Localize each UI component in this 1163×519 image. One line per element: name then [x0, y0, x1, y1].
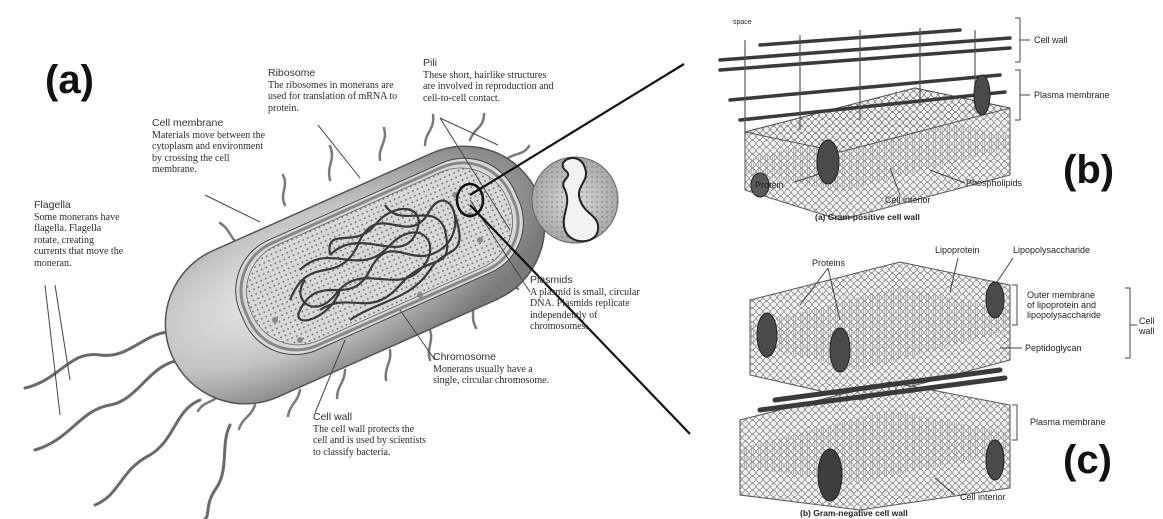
panel-label-b: (b) [1063, 150, 1114, 190]
label-plasma-membrane: Plasma membrane [1034, 90, 1110, 100]
annotation-title: Cell membrane [152, 118, 267, 130]
annotation-text: These short, hairlike structures are inv… [423, 70, 554, 104]
annotation-title: Flagella [34, 200, 126, 212]
outer-membrane-line-3: lipopolysaccharide [1027, 310, 1101, 320]
caption-gram-negative: (b) Gram-negative cell wall [800, 508, 908, 518]
annotation-chromosome: Chromosome Monerans usually have a singl… [433, 352, 553, 387]
gram-positive-corner-label: space [733, 18, 752, 28]
annotation-cell-wall: Cell wall The cell wall protects the cel… [313, 412, 428, 458]
label-peptidoglycan: Peptidoglycan [1025, 343, 1082, 353]
cell-wall-line-2: wall [1139, 326, 1155, 336]
label-lipopolysaccharide: Lipopolysaccharide [1013, 245, 1090, 255]
annotation-text: The cell wall protects the cell and is u… [313, 424, 426, 458]
annotation-text: Some monerans have flagella. Flagella ro… [34, 212, 123, 269]
label-proteins: Proteins [812, 258, 845, 268]
annotation-title: Ribosome [268, 68, 403, 80]
annotation-title: Pili [423, 58, 558, 70]
panel-label-c: (c) [1063, 440, 1112, 480]
annotation-cell-membrane: Cell membrane Materials move between the… [152, 118, 267, 176]
label-lipoprotein: Lipoprotein [935, 245, 980, 255]
label-cell-wall-c: Cell wall [1139, 316, 1155, 336]
label-cell-wall: Cell wall [1034, 35, 1068, 45]
label-plasma-membrane-c: Plasma membrane [1030, 417, 1106, 427]
annotation-pili: Pili These short, hairlike structures ar… [423, 58, 558, 104]
cell-wall-line-1: Cell [1139, 316, 1155, 326]
label-cell-interior-c: Cell interior [960, 492, 1006, 502]
caption-gram-positive: (a) Gram-positive cell wall [815, 212, 920, 222]
annotation-flagella: Flagella Some monerans have flagella. Fl… [34, 200, 126, 269]
annotation-title: Cell wall [313, 412, 428, 424]
annotation-title: Plasmids [530, 275, 652, 287]
annotation-ribosome: Ribosome The ribosomes in monerans are u… [268, 68, 403, 114]
label-outer-membrane: Outer membrane of lipoprotein and lipopo… [1027, 290, 1101, 320]
annotation-plasmids: Plasmids A plasmid is small, circular DN… [530, 275, 652, 333]
outer-membrane-line-1: Outer membrane [1027, 290, 1095, 300]
annotation-text: A plasmid is small, circular DNA. Plasmi… [530, 287, 640, 333]
annotation-text: Monerans usually have a single, circular… [433, 364, 549, 387]
panel-label-a: (a) [45, 60, 94, 100]
annotation-text: The ribosomes in monerans are used for t… [268, 80, 397, 114]
annotation-text: Materials move between the cytoplasm and… [152, 130, 265, 176]
outer-membrane-line-2: of lipoprotein and [1027, 300, 1096, 310]
label-protein: Protein [755, 180, 784, 190]
plasmid-enlarged [532, 157, 618, 243]
label-phospholipids: Phospholipids [966, 178, 1022, 188]
annotation-title: Chromosome [433, 352, 553, 364]
label-cell-interior: Cell interior [885, 195, 931, 205]
